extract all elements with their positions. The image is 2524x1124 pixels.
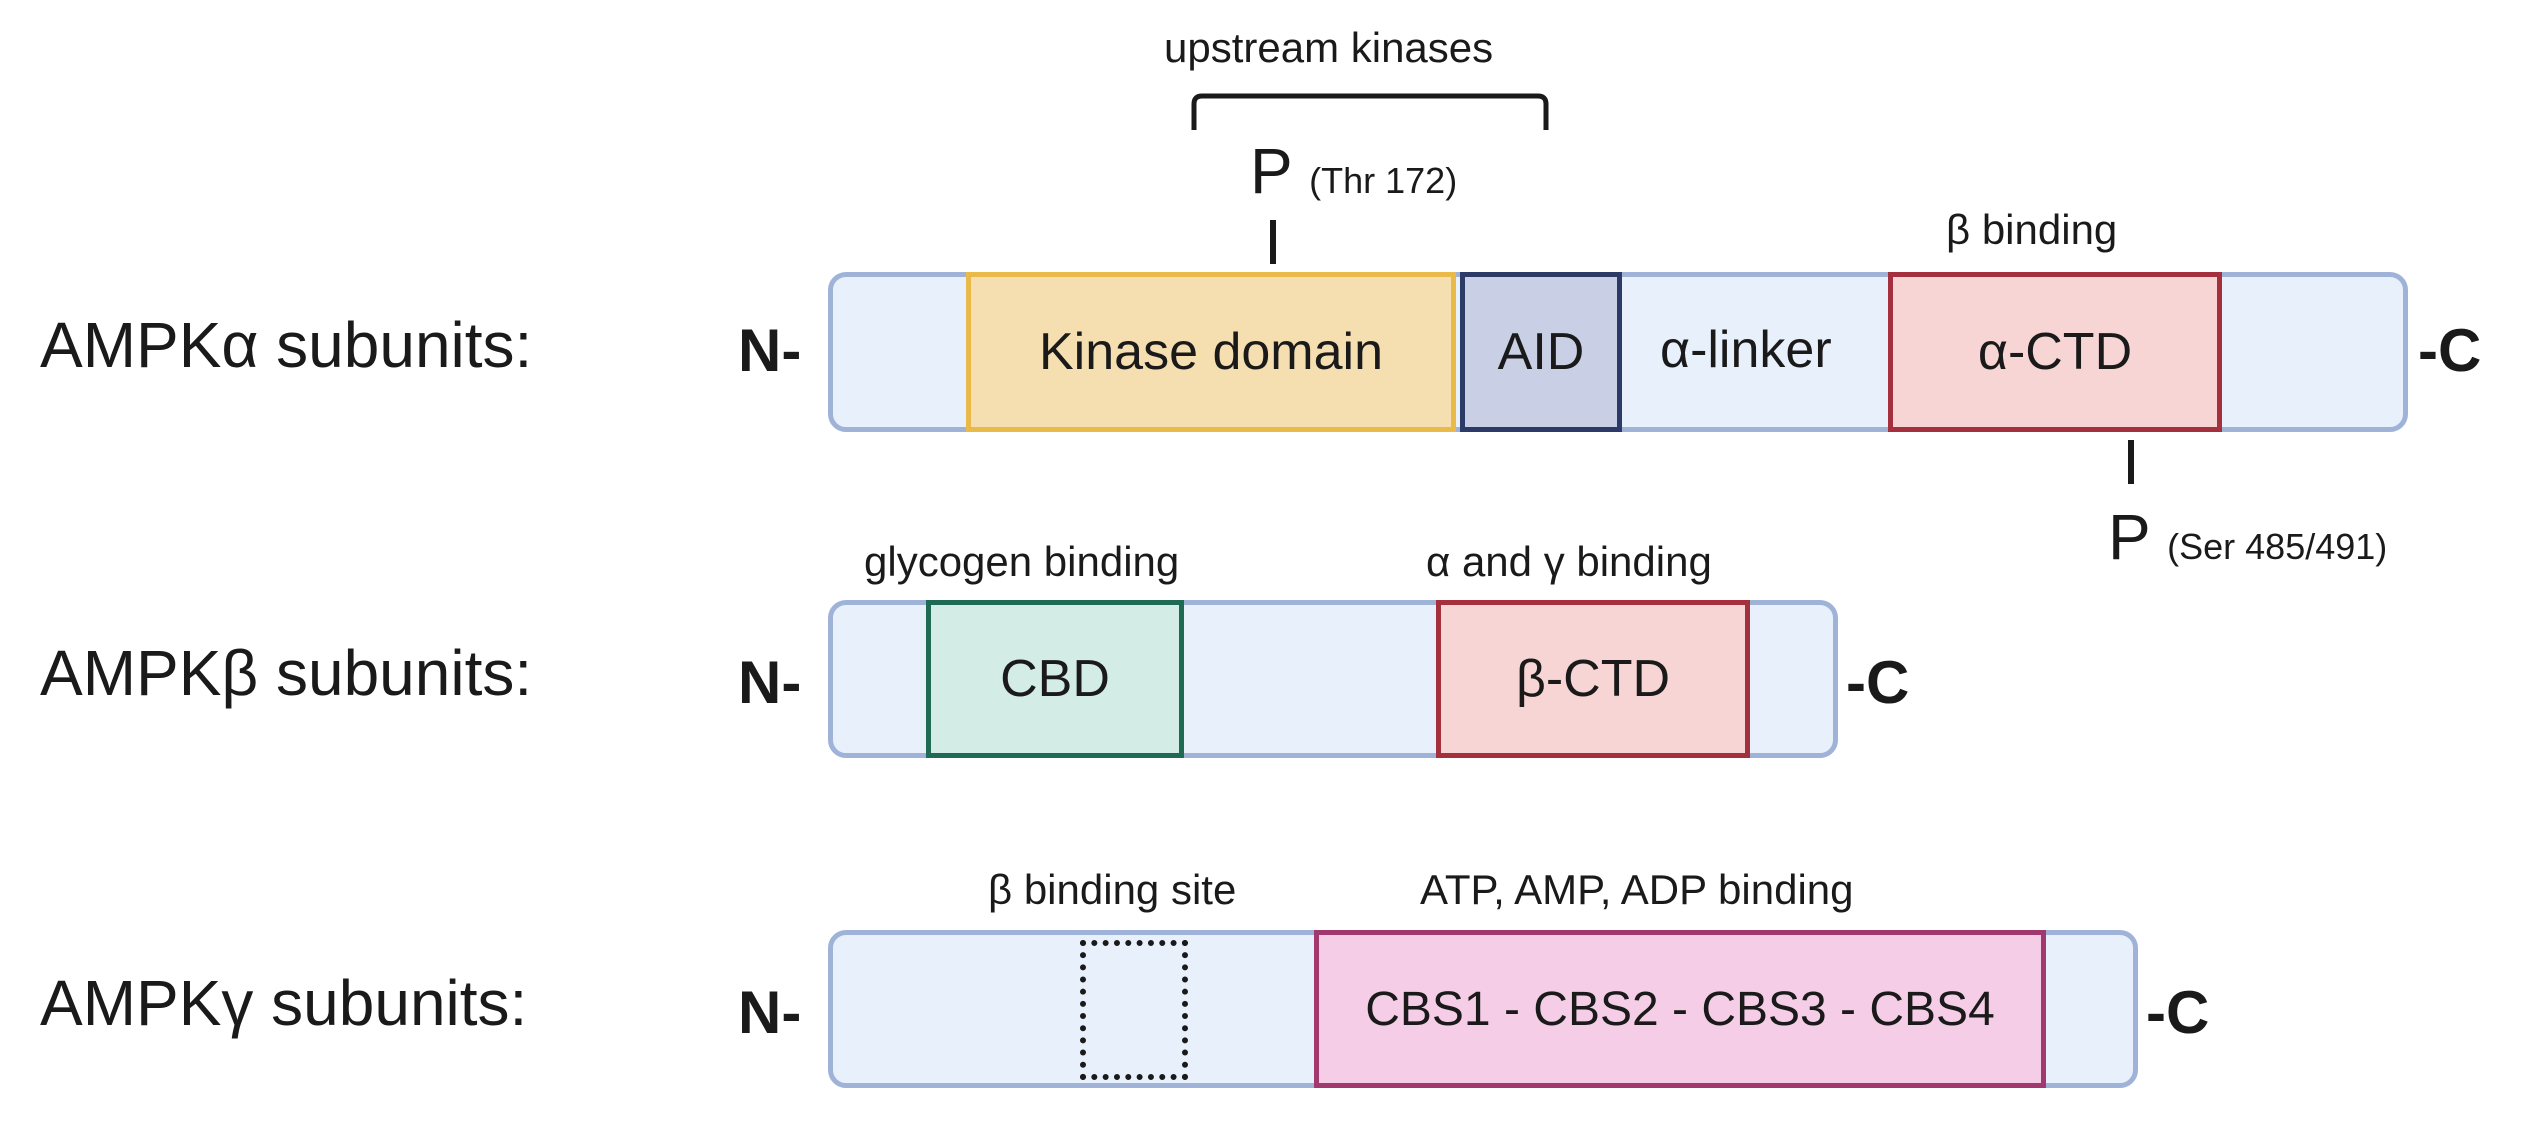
glycogen-binding-label: glycogen binding [864, 538, 1180, 585]
ser485-phospho-site: P (Ser 485/491) [2108, 500, 2387, 574]
cbd-label: CBD [1000, 650, 1110, 708]
gamma-n-terminus: N- [738, 979, 802, 1046]
beta-row-label: AMPKβ subunits: [40, 637, 533, 709]
nucleotide-binding-label: ATP, AMP, ADP binding [1420, 866, 1854, 913]
gamma-c-terminus: -C [2146, 979, 2210, 1046]
alpha-row-label: AMPKα subunits: [40, 309, 533, 381]
alpha-gamma-binding-label: α and γ binding [1426, 538, 1712, 585]
beta-ctd-label: β-CTD [1515, 650, 1671, 708]
ser485-p-letter: P [2108, 501, 2151, 573]
beta-binding-label: β binding [1946, 206, 2118, 253]
beta-ctd-domain: β-CTD [1436, 600, 1750, 758]
aid-domain: AID [1460, 272, 1622, 432]
beta-binding-site-box [1080, 940, 1188, 1080]
kinase-domain: Kinase domain [966, 272, 1456, 432]
upstream-kinases-label: upstream kinases [1164, 24, 1494, 71]
upstream-kinases-bracket [1191, 93, 1549, 130]
kinase-domain-label: Kinase domain [1039, 323, 1383, 381]
ser485-site-label: (Ser 485/491) [2167, 526, 2388, 567]
thr172-tick [1270, 220, 1276, 264]
alpha-ctd-domain: α-CTD [1888, 272, 2222, 432]
alpha-c-terminus: -C [2418, 317, 2482, 384]
aid-domain-label: AID [1497, 323, 1585, 381]
thr172-site-label: (Thr 172) [1309, 160, 1458, 201]
thr172-p-letter: P [1250, 135, 1293, 207]
gamma-row-label: AMPKγ subunits: [40, 967, 528, 1039]
alpha-ctd-label: α-CTD [1977, 323, 2133, 381]
alpha-linker-label: α-linker [1660, 321, 1832, 379]
cbs-domains: CBS1 - CBS2 - CBS3 - CBS4 [1314, 930, 2046, 1088]
ser485-tick [2128, 440, 2134, 484]
cbs-domains-label: CBS1 - CBS2 - CBS3 - CBS4 [1365, 982, 1995, 1036]
alpha-n-terminus: N- [738, 317, 802, 384]
thr172-phospho-site: P (Thr 172) [1250, 134, 1457, 208]
beta-n-terminus: N- [738, 649, 802, 716]
cbd-domain: CBD [926, 600, 1184, 758]
beta-binding-site-label: β binding site [988, 866, 1237, 913]
beta-c-terminus: -C [1846, 649, 1910, 716]
